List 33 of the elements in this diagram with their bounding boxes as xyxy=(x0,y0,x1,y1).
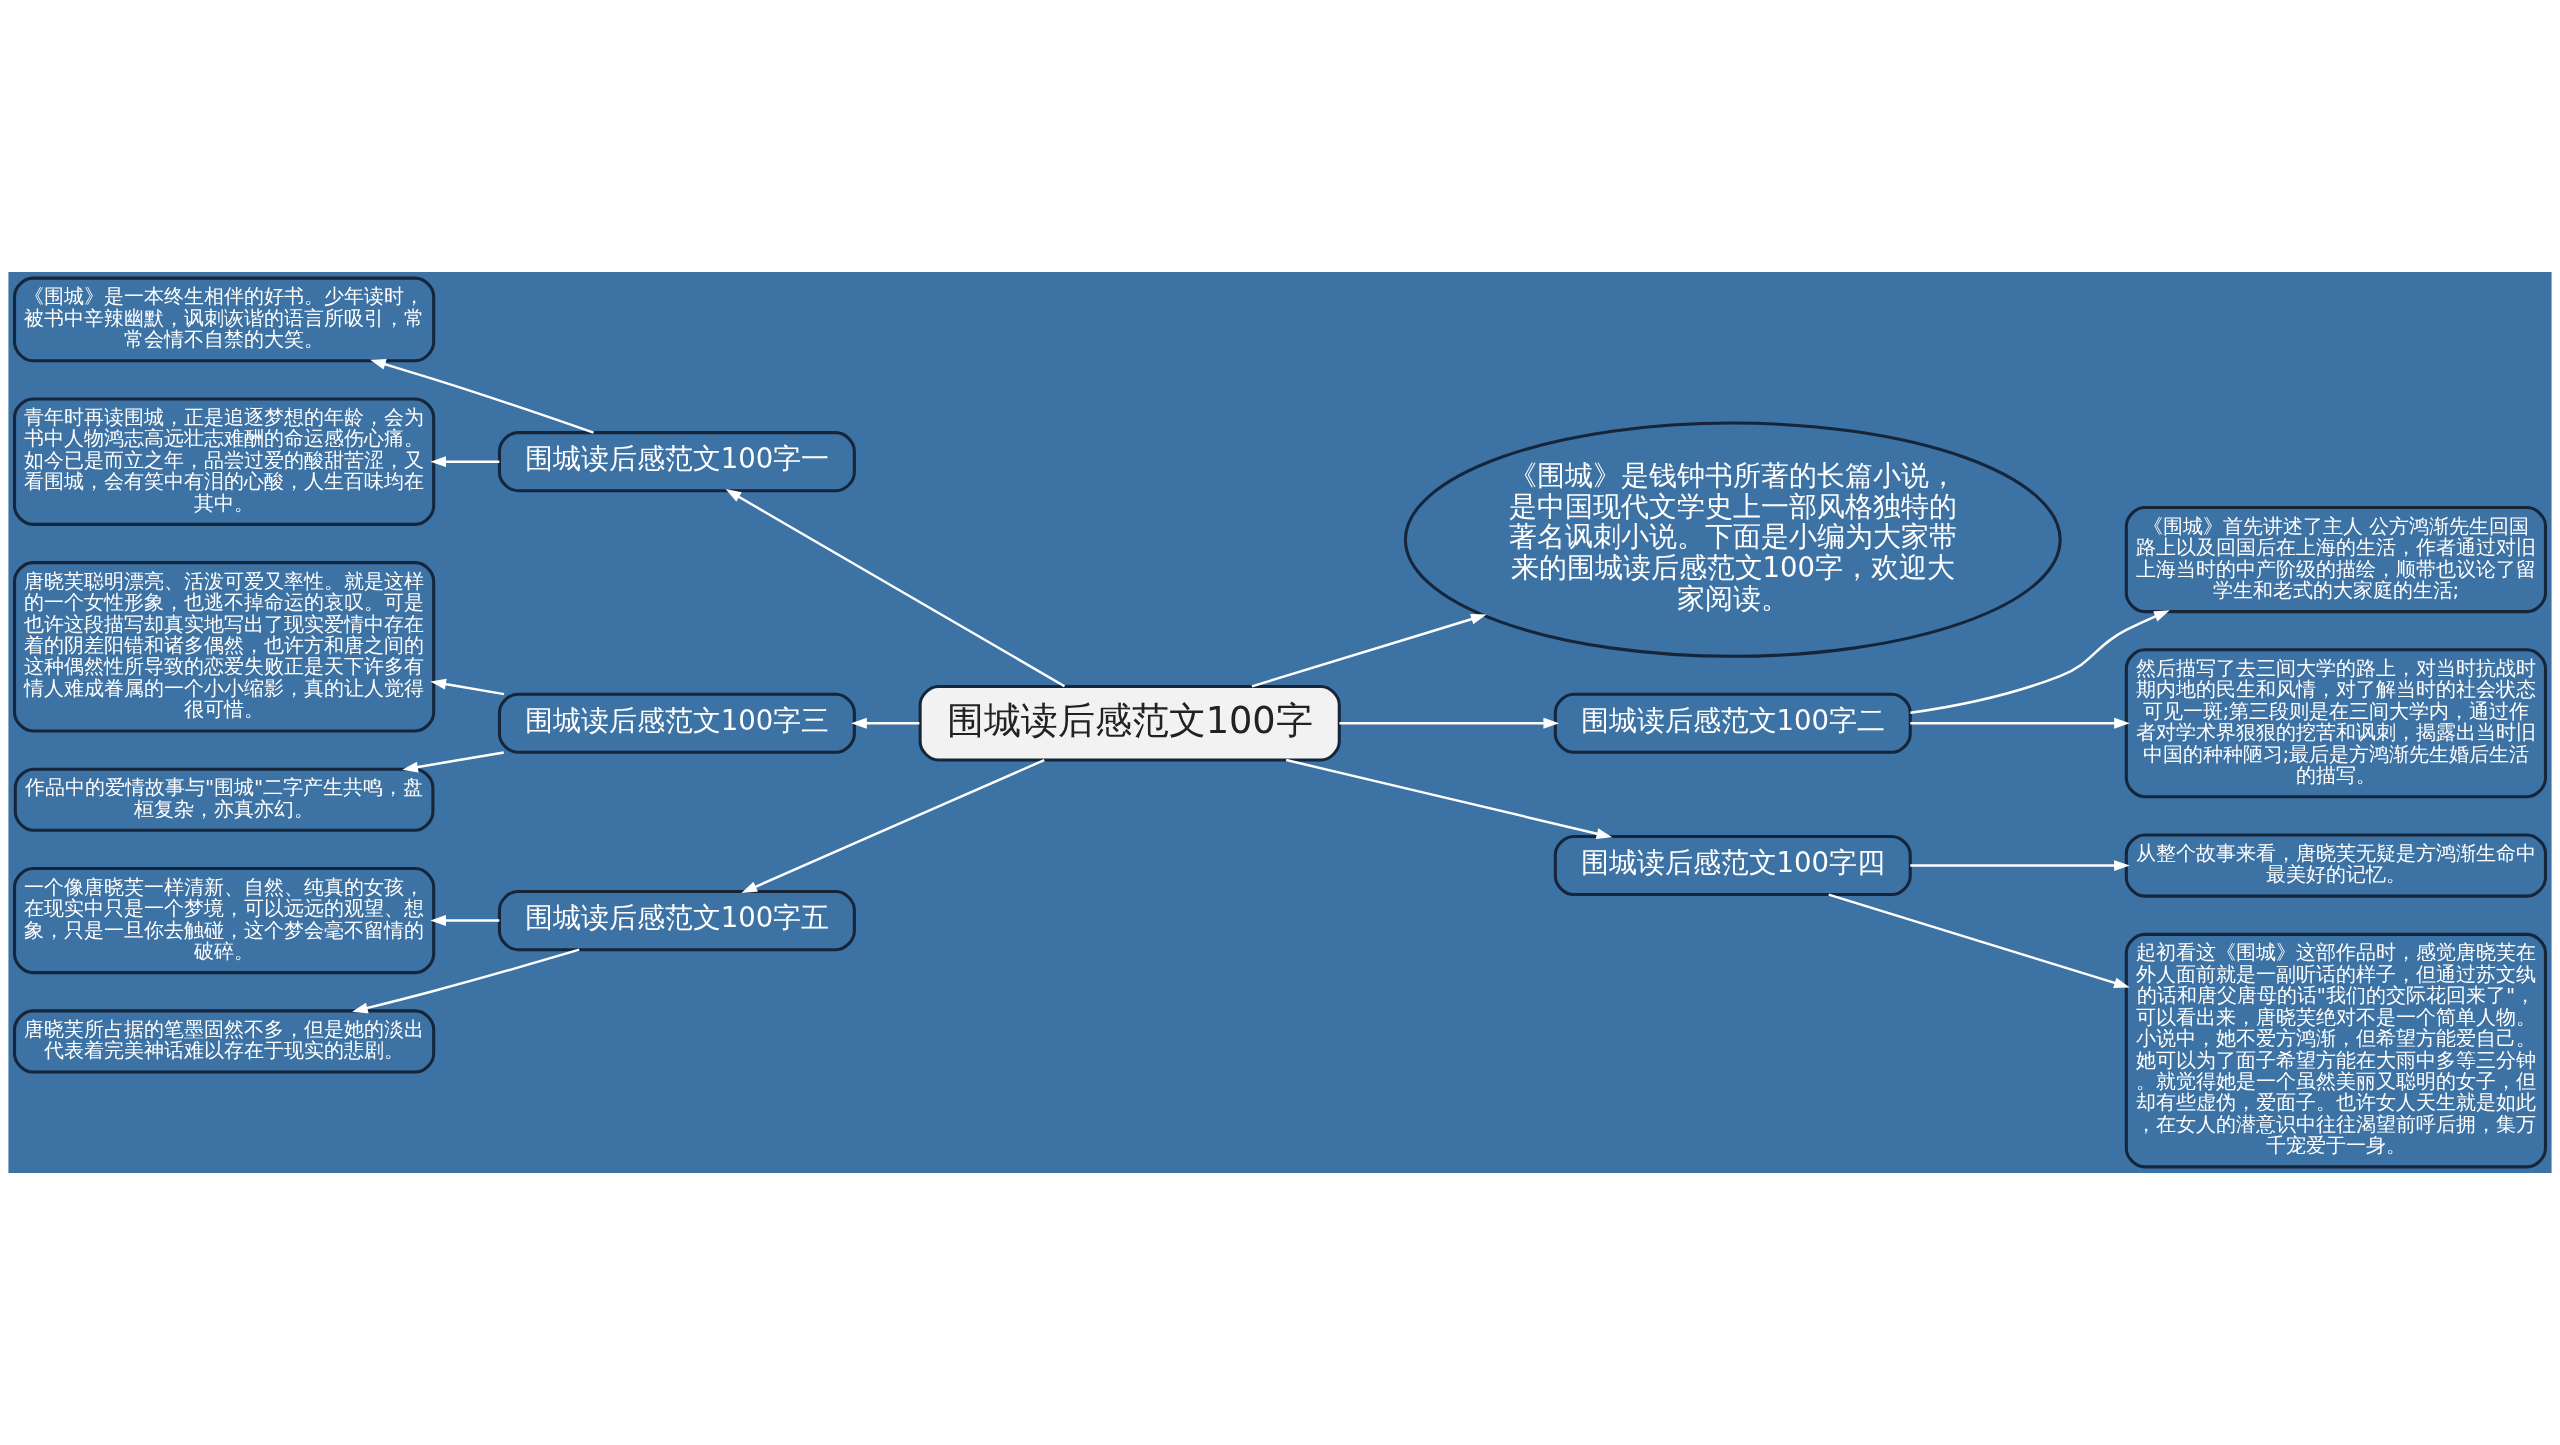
node-box: 围城读后感范文100字一 xyxy=(497,431,856,493)
arrow xyxy=(430,678,505,696)
arrow xyxy=(725,489,1066,688)
arrow xyxy=(1251,613,1487,688)
node-box: 围城读后感范文100字三 xyxy=(497,692,856,754)
node-box: 起初看这《围城》这部作品时，感觉唐晓芙在外人面前就是一副听话的样子，但通过苏文纨的话和唐父唐母的话"我们的交际花回来了"，可以看出来，唐晓芙绝对不是一个简单人物。小说中，她不爱方鸿渐，但希望方能爱自己。她可以为了面子希望方能在大雨中多等三分钟。就觉得她是一个虽然美丽又聪明的女子，但却有些虚伪，爱面子。也许女人天生就是如此，在女人的潜意识中往往渴望前呼后拥，集万千宠爱于一身。 xyxy=(2124,932,2547,1169)
arrow xyxy=(1910,717,2130,729)
arrow xyxy=(1910,860,2130,871)
node-box: 作品中的爱情故事与"围城"二字产生共鸣，盘桓复杂，亦真亦幻。 xyxy=(13,767,435,832)
arrow xyxy=(1285,758,1613,840)
arrow xyxy=(851,717,920,729)
node-ellipse: 《围城》是钱钟书所著的长篇小说，是中国现代文学史上一部风格独特的著名讽刺小说。下面是小编为大家带来的围城读后感范文100字，欢迎大家阅读。 xyxy=(1403,421,2062,658)
node-box: 围城读后感范文100字 xyxy=(918,685,1341,762)
node-box: 《围城》是一本终生相伴的好书。少年读时，被书中辛辣幽默，讽刺诙谐的语言所吸引，常常会情不自禁的大笑。 xyxy=(13,276,436,363)
node-box: 从整个故事来看，唐晓芙无疑是方鸿渐生命中最美好的记忆。 xyxy=(2124,833,2547,898)
arrow xyxy=(430,915,500,927)
arrow xyxy=(430,456,500,468)
node-box: 围城读后感范文100字四 xyxy=(1553,834,1912,897)
arrow xyxy=(1339,717,1560,729)
arrow xyxy=(1828,893,2130,989)
node-box: 一个像唐晓芙一样清新、自然、纯真的女孩，在现实中只是一个梦境，可以远远的观望、想象，只是一旦你去触碰，这个梦会毫不留情的破碎。 xyxy=(13,867,436,975)
node-box: 唐晓芙所占据的笔墨固然不多，但是她的淡出代表着完美神话难以存在于现实的悲剧。 xyxy=(13,1009,436,1074)
arrow xyxy=(741,758,1045,893)
arrow xyxy=(352,948,580,1014)
node-box: 唐晓芙聪明漂亮、活泼可爱又率性。就是这样的一个女性形象，也逃不掉命运的哀叹。可是也许这段描写却真实地写出了现实爱情中存在着的阴差阳错和诸多偶然，也许方和唐之间的这种偶然性所导致的恋爱失败正是天下许多有情人难成眷属的一个小小缩影，真的让人觉得很可惜。 xyxy=(13,561,436,733)
arrow xyxy=(370,359,594,434)
node-box: 《围城》首先讲述了主人 公方鸿渐先生回国路上以及回国后在上海的生活，作者通过对旧上海当时的中产阶级的描绘，顺带也议论了留学生和老式的大家庭的生活; xyxy=(2124,506,2547,614)
node-box: 然后描写了去三间大学的路上，对当时抗战时期内地的民生和风情，对了解当时的社会状态可见一斑;第三段则是在三间大学内，通过作者对学术界狠狠的挖苦和讽刺，揭露出当时旧中国的种种陋习;最后是方鸿渐先生婚后生活的描写。 xyxy=(2124,648,2547,799)
node-box: 围城读后感范文100字五 xyxy=(497,890,856,952)
arrow xyxy=(402,751,504,773)
node-box: 青年时再读围城，正是追逐梦想的年龄，会为书中人物鸿志高远壮志难酬的命运感伤心痛。如今已是而立之年，品尝过爱的酸甜苦涩，又看围城，会有笑中有泪的心酸，人生百味均在其中。 xyxy=(13,397,436,526)
arrow xyxy=(1910,610,2170,714)
node-box: 围城读后感范文100字二 xyxy=(1553,692,1912,754)
